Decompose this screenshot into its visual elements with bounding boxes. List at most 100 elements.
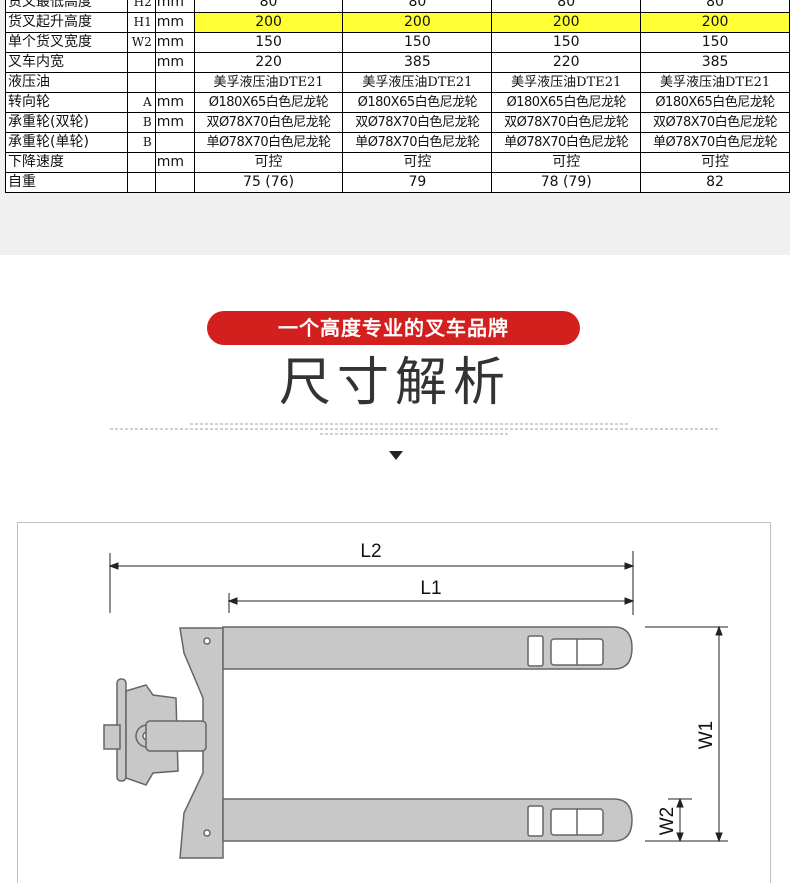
- row-code: W2: [126, 32, 156, 53]
- row-unit: mm: [154, 12, 195, 33]
- w2-label: W2: [657, 807, 678, 836]
- row-label: 叉车内宽: [5, 52, 128, 73]
- row-code: [126, 52, 156, 73]
- load-roller-lower-slot: [527, 805, 544, 837]
- row-unit: [154, 72, 195, 93]
- row-code: B: [126, 112, 156, 133]
- pallet-truck-diagram: L2 L1 W1 W2: [103, 541, 728, 859]
- row-code: A: [126, 92, 156, 113]
- row-label: 转向轮: [5, 92, 128, 113]
- value-cell: Ø180X65白色尼龙轮: [491, 92, 642, 113]
- value-cell: 80: [342, 0, 493, 13]
- row-label: 液压油: [5, 72, 128, 93]
- row-code: B: [126, 132, 156, 153]
- row-unit: mm: [154, 32, 195, 53]
- value-cell: 可控: [193, 152, 344, 173]
- value-cell: 双Ø78X70白色尼龙轮: [342, 112, 493, 133]
- value-cell: 78 (79): [491, 172, 642, 193]
- row-unit: [154, 132, 195, 153]
- row-unit: mm: [154, 52, 195, 73]
- row-label: 下降速度: [5, 152, 128, 173]
- row-code: [126, 72, 156, 93]
- handle-bar: [103, 724, 121, 750]
- decorative-line-bottom: [320, 433, 510, 435]
- value-cell: 美孚液压油DTE21: [640, 72, 790, 93]
- row-code: [126, 172, 156, 193]
- section-title: 尺寸解析: [278, 353, 511, 413]
- chassis: [179, 627, 224, 859]
- value-cell: 可控: [640, 152, 790, 173]
- value-cell: 美孚液压油DTE21: [491, 72, 642, 93]
- row-unit: mm: [154, 152, 195, 173]
- l1-label: L1: [420, 578, 441, 599]
- value-cell: 200: [342, 12, 493, 33]
- value-cell: 单Ø78X70白色尼龙轮: [491, 132, 642, 153]
- value-cell: 单Ø78X70白色尼龙轮: [342, 132, 493, 153]
- value-cell: 单Ø78X70白色尼龙轮: [640, 132, 790, 153]
- load-roller-upper-slot: [527, 635, 544, 667]
- value-cell: 双Ø78X70白色尼龙轮: [193, 112, 344, 133]
- pallet-truck-drawing: [103, 626, 633, 859]
- value-cell: 80: [193, 0, 344, 13]
- value-cell: 200: [640, 12, 790, 33]
- row-label: 单个货叉宽度: [5, 32, 128, 53]
- row-label: 承重轮(双轮): [5, 112, 128, 133]
- value-cell: 单Ø78X70白色尼龙轮: [193, 132, 344, 153]
- value-cell: 79: [342, 172, 493, 193]
- l2-label: L2: [360, 541, 381, 562]
- value-cell: 可控: [491, 152, 642, 173]
- row-unit: mm: [154, 112, 195, 133]
- value-cell: 150: [342, 32, 493, 53]
- row-unit: [154, 172, 195, 193]
- value-cell: 双Ø78X70白色尼龙轮: [640, 112, 790, 133]
- value-cell: 美孚液压油DTE21: [342, 72, 493, 93]
- w1-label: W1: [696, 721, 717, 750]
- value-cell: Ø180X65白色尼龙轮: [640, 92, 790, 113]
- brand-banner: 一个高度专业的叉车品牌: [207, 311, 580, 345]
- value-cell: 150: [640, 32, 790, 53]
- value-cell: 75 (76): [193, 172, 344, 193]
- row-unit: mm: [154, 0, 195, 13]
- value-cell: Ø180X65白色尼龙轮: [342, 92, 493, 113]
- value-cell: 可控: [342, 152, 493, 173]
- value-cell: 美孚液压油DTE21: [193, 72, 344, 93]
- value-cell: 385: [342, 52, 493, 73]
- value-cell: 200: [491, 12, 642, 33]
- row-label: 自重: [5, 172, 128, 193]
- value-cell: 385: [640, 52, 790, 73]
- value-cell: 150: [491, 32, 642, 53]
- dimension-lines: [108, 551, 728, 843]
- value-cell: 150: [193, 32, 344, 53]
- value-cell: 82: [640, 172, 790, 193]
- row-label: 承重轮(单轮): [5, 132, 128, 153]
- value-cell: 80: [640, 0, 790, 13]
- row-code: [126, 152, 156, 173]
- row-label: 货叉起升高度: [5, 12, 128, 33]
- value-cell: 220: [491, 52, 642, 73]
- value-cell: 80: [491, 0, 642, 13]
- row-code: H2: [126, 0, 156, 13]
- decorative-line-middle: [110, 428, 720, 430]
- hydraulic-pump: [145, 720, 207, 752]
- value-cell: 200: [193, 12, 344, 33]
- value-cell: Ø180X65白色尼龙轮: [193, 92, 344, 113]
- value-cell: 双Ø78X70白色尼龙轮: [491, 112, 642, 133]
- down-arrow-icon: [389, 451, 403, 460]
- row-label: 货叉最低高度: [5, 0, 128, 13]
- row-unit: mm: [154, 92, 195, 113]
- dimension-diagram: L2 L1 W1 W2: [17, 522, 771, 883]
- row-code: H1: [126, 12, 156, 33]
- decorative-line-top: [190, 423, 630, 425]
